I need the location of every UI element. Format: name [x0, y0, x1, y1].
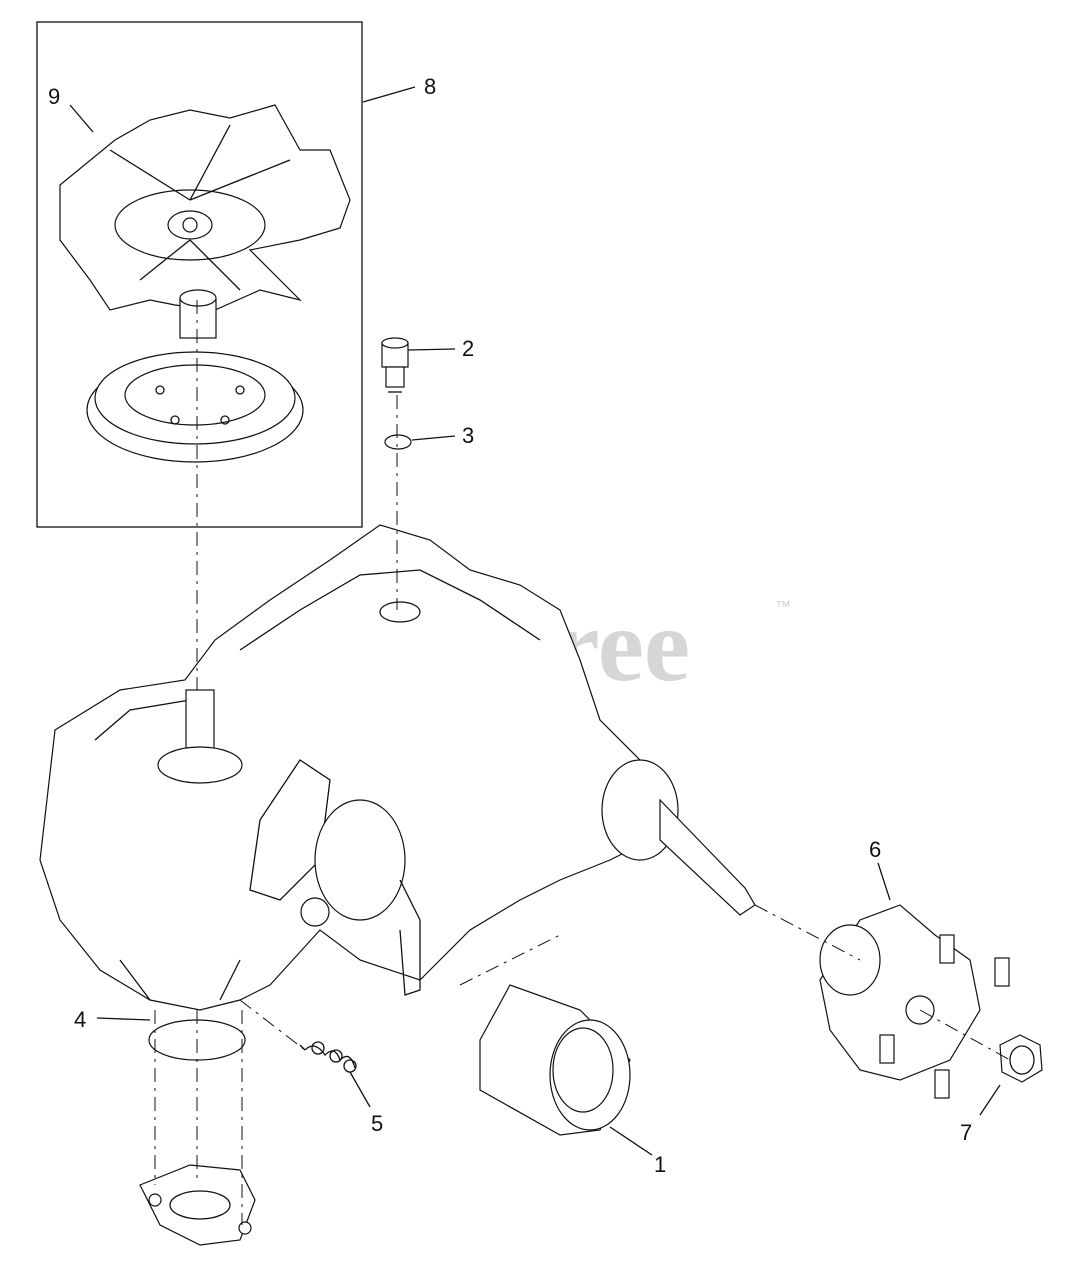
leader-line-6 [877, 862, 891, 901]
leader-line-4 [96, 1017, 151, 1021]
callout-6: 6 [869, 837, 881, 862]
sealing-washer-part [384, 434, 412, 450]
cooling-fan-part [59, 104, 351, 311]
leader-line-9 [69, 104, 94, 133]
oil-filter-part [479, 984, 631, 1136]
callout-8: 8 [424, 74, 436, 99]
wheel-hub-part [819, 904, 1010, 1099]
filter-base-part [139, 1164, 256, 1246]
leader-line-5 [349, 1071, 371, 1108]
hub-nut-centerline [919, 1009, 1011, 1061]
leader-line-3 [411, 435, 456, 441]
leader-line-1 [609, 1126, 653, 1156]
callout-2: 2 [462, 336, 474, 361]
callout-5: 5 [371, 1111, 383, 1136]
axle-hub-centerline [754, 904, 861, 961]
vent-fitting-part [381, 337, 409, 393]
callout-3: 3 [462, 423, 474, 448]
leader-line-8 [362, 86, 416, 103]
filter-centerline [459, 934, 561, 986]
transaxle-housing-part [39, 524, 756, 1011]
callout-9: 9 [48, 84, 60, 109]
drive-pulley-part [86, 289, 304, 463]
extension-spring-part [299, 1041, 357, 1073]
callout-7: 7 [960, 1120, 972, 1145]
lug-nut-part [999, 1034, 1043, 1083]
callout-1: 1 [654, 1152, 666, 1177]
spring-centerline [239, 999, 306, 1051]
callout-4: 4 [74, 1007, 86, 1032]
watermark-trademark: ™ [775, 599, 791, 616]
kit-box-outline [36, 21, 363, 528]
leader-line-2 [407, 348, 456, 351]
leader-line-7 [979, 1084, 1001, 1116]
